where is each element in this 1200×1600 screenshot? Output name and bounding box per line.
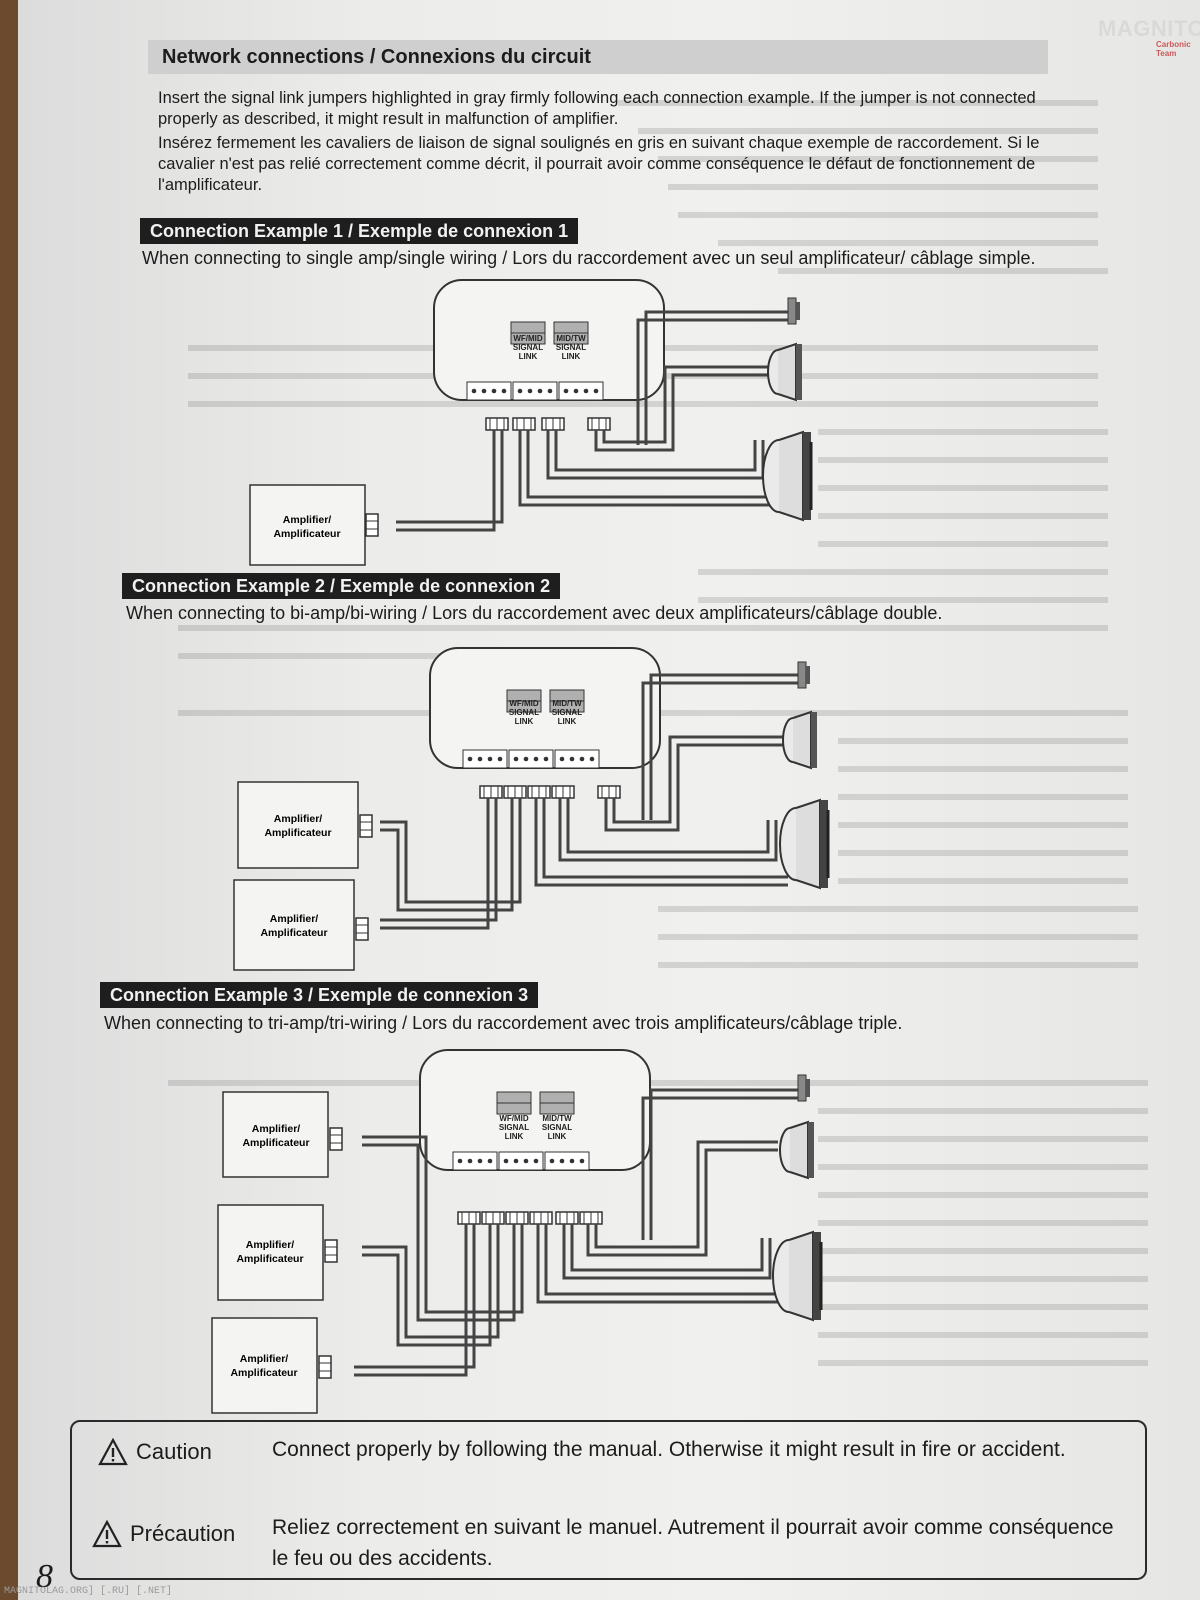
amplifier-label-fr: Amplificateur (260, 927, 327, 939)
mid-tw-label-3: LINK (558, 717, 577, 726)
amplifier-box (211, 1317, 318, 1414)
wf-mid-label-1: WF/MID (513, 334, 543, 343)
mid-tw-label-3: LINK (548, 1132, 567, 1141)
wf-mid-label-2: SIGNAL (513, 343, 543, 352)
tweeter-speaker (797, 1074, 811, 1102)
midrange-speaker (779, 1121, 815, 1179)
example-3-diagram: WF/MID SIGNAL LINK MID/TW SIGNAL LINK (211, 1049, 823, 1414)
connector-plug (479, 785, 503, 799)
connector-plug (587, 417, 611, 431)
woofer-speaker (771, 1230, 823, 1322)
section-title: Network connections / Connexions du circ… (148, 40, 1048, 74)
amplifier-label-en: Amplifier/ (283, 514, 332, 526)
wf-mid-label-3: LINK (505, 1132, 524, 1141)
amplifier-label-en: Amplifier/ (274, 813, 323, 825)
example-1-diagram: WF/MID SIGNAL LINK MID/TW SIGNAL LINK (249, 279, 813, 566)
connector-plug (555, 1211, 579, 1225)
watermark-url: MAGNITOLAG.ORG] [.RU] [.NET] (4, 1586, 173, 1597)
amplifier-label-en: Amplifier/ (252, 1123, 301, 1135)
crossover-unit (433, 279, 665, 401)
crossover-unit (419, 1049, 651, 1171)
amplifier-label-fr: Amplificateur (236, 1253, 303, 1265)
amplifier-label-en: Amplifier/ (270, 913, 319, 925)
amplifier-label-fr: Amplificateur (264, 827, 331, 839)
tweeter-speaker (787, 297, 801, 325)
warning-triangle-icon (98, 1438, 128, 1466)
intro-french: Insérez fermement les cavaliers de liais… (158, 134, 1040, 194)
mid-tw-label-2: SIGNAL (552, 708, 582, 717)
woofer-speaker (761, 430, 813, 522)
connector-plug (512, 417, 536, 431)
amplifier-box (217, 1204, 324, 1301)
tweeter-speaker (797, 661, 811, 689)
amplifier-box (233, 879, 355, 971)
page-number: 8 (36, 1558, 53, 1595)
mid-tw-label-2: SIGNAL (542, 1123, 572, 1132)
connector-plug (527, 785, 551, 799)
mid-tw-label-2: SIGNAL (556, 343, 586, 352)
amplifier-label-en: Amplifier/ (246, 1239, 295, 1251)
amplifier-label-fr: Amplificateur (273, 528, 340, 540)
caution-text-fr: Reliez correctement en suivant le manuel… (272, 1516, 1114, 1570)
wf-mid-label-3: LINK (519, 352, 538, 361)
wf-mid-label-2: SIGNAL (509, 708, 539, 717)
wf-mid-label-1: WF/MID (499, 1114, 529, 1123)
example-1-description: When connecting to single amp/single wir… (142, 248, 1036, 268)
connector-plug (597, 785, 621, 799)
intro-english: Insert the signal link jumpers highlight… (158, 89, 1036, 128)
amplifier-label-en: Amplifier/ (240, 1353, 289, 1365)
connector-plug (541, 417, 565, 431)
example-2-diagram: WF/MID SIGNAL LINK MID/TW SIGNAL LINK (233, 647, 830, 971)
mid-tw-label-1: MID/TW (542, 1114, 572, 1123)
amplifier-label-fr: Amplificateur (230, 1367, 297, 1379)
example-2-description: When connecting to bi-amp/bi-wiring / Lo… (126, 603, 943, 623)
mid-tw-label-1: MID/TW (552, 699, 582, 708)
example-3-description: When connecting to tri-amp/tri-wiring / … (104, 1013, 903, 1033)
wf-mid-label-2: SIGNAL (499, 1123, 529, 1132)
midrange-speaker (767, 343, 803, 401)
amplifier-plug (318, 1355, 332, 1379)
caution-label-fr: Précaution (92, 1520, 235, 1548)
watermark-team: Carbonic Team (1156, 40, 1191, 58)
caution-text-en: Connect properly by following the manual… (272, 1438, 1066, 1461)
woofer-speaker (778, 798, 830, 890)
amplifier-plug (324, 1239, 338, 1263)
example-1-heading: Connection Example 1 / Exemple de connex… (140, 218, 579, 244)
amplifier-plug (329, 1127, 343, 1151)
connector-plug (485, 417, 509, 431)
example-3-heading: Connection Example 3 / Exemple de connex… (100, 982, 539, 1008)
precaution-label-text: Précaution (130, 1521, 236, 1546)
manual-page: MAGNITOLA Carbonic Team Network connecti… (18, 0, 1200, 1600)
watermark-logo: MAGNITOLA (1098, 16, 1200, 41)
wf-mid-label-1: WF/MID (509, 699, 539, 708)
wiring-diagrams: WF/MID SIGNAL LINK MID/TW SIGNAL LINK (211, 279, 830, 1414)
amplifier-box (249, 484, 366, 566)
connector-plug (579, 1211, 603, 1225)
caution-label-en: Caution (98, 1438, 212, 1466)
mid-tw-label-3: LINK (562, 352, 581, 361)
wf-mid-label-3: LINK (515, 717, 534, 726)
amplifier-box (237, 781, 359, 869)
connector-plug (551, 785, 575, 799)
amplifier-box (222, 1091, 329, 1178)
midrange-speaker (782, 711, 818, 769)
connector-plug (529, 1211, 553, 1225)
connector-plug (481, 1211, 505, 1225)
connector-plug (457, 1211, 481, 1225)
show-through-text (168, 100, 1148, 1366)
example-2-heading: Connection Example 2 / Exemple de connex… (122, 573, 561, 599)
connector-plug (503, 785, 527, 799)
amplifier-label-fr: Amplificateur (242, 1137, 309, 1149)
connector-plug (505, 1211, 529, 1225)
caution-box: Caution Connect properly by following th… (70, 1420, 1147, 1580)
warning-triangle-icon (92, 1520, 122, 1548)
amplifier-plug (359, 814, 373, 838)
mid-tw-label-1: MID/TW (556, 334, 586, 343)
crossover-unit (429, 647, 661, 769)
amplifier-plug (365, 513, 379, 537)
amplifier-plug (355, 917, 369, 941)
caution-label-text: Caution (136, 1439, 212, 1464)
